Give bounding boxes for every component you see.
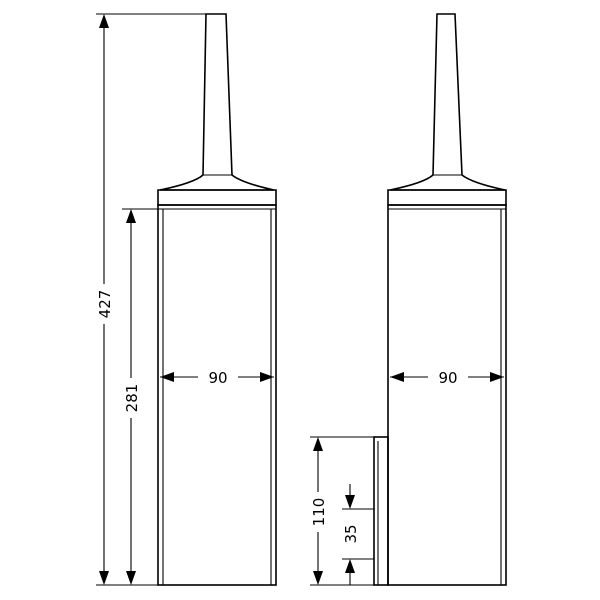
- label-width-left: 90: [208, 369, 227, 387]
- container-body-right: [387, 204, 507, 586]
- dimension-width-left: 90: [160, 369, 274, 387]
- dimension-width-right: 90: [390, 369, 504, 387]
- brush-handle-left: [159, 13, 275, 191]
- brush-handle-right: [389, 13, 506, 191]
- container-lid-right: [387, 189, 507, 206]
- dimension-container-height: 281: [122, 208, 158, 586]
- container-lid-left: [157, 189, 277, 206]
- label-holder-height: 110: [310, 498, 328, 527]
- dimension-holder-offset: 35: [342, 484, 374, 585]
- dimension-total-height: 427: [95, 13, 206, 586]
- label-width-right: 90: [438, 369, 457, 387]
- wall-holder: [373, 436, 389, 586]
- container-body-left: [157, 204, 277, 586]
- label-container-height: 281: [123, 384, 141, 413]
- label-total-height: 427: [96, 290, 114, 319]
- front-view: [157, 13, 277, 586]
- dimension-holder-height: 110: [309, 436, 374, 586]
- side-view: [373, 13, 507, 586]
- label-holder-offset: 35: [342, 524, 360, 543]
